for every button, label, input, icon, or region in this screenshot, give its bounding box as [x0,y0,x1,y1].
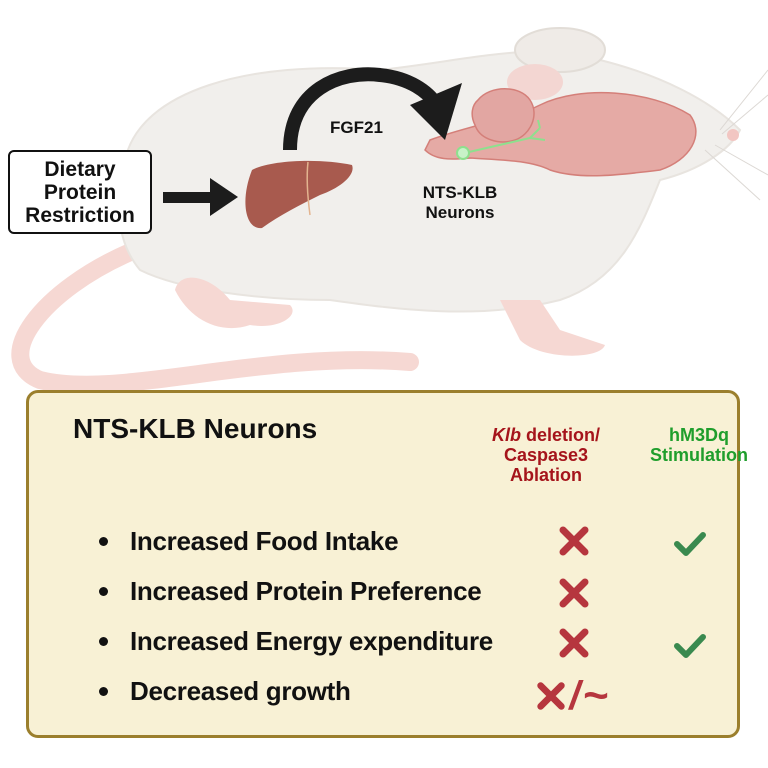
result-row: Decreased growth [99,671,351,711]
column-header-line: Stimulation [650,445,748,465]
result-row: Increased Food Intake [99,521,399,561]
liver-ligament [306,161,311,216]
panel-title: NTS-KLB Neurons [73,413,318,444]
mouse-ear-inner [507,64,563,100]
column-header-line: Ablation [510,465,582,485]
gene-name-klb: Klb [491,425,521,445]
summary-panel: NTS-KLB Neurons Klb deletion/ Caspase3 A… [26,390,748,738]
mouse-illustration [11,27,768,394]
bullet-icon [99,686,108,696]
brain [424,91,697,177]
mouse-tail [11,241,419,394]
curved-arrow-shaft [283,67,442,151]
mouse-hind-leg [175,277,293,329]
bullet-icon [99,636,108,646]
check-icon [674,532,706,556]
result-row: Increased Energy expenditure [99,621,493,661]
cross-icon [537,682,565,710]
mouse-front-leg [500,300,605,356]
row-label: Decreased growth [130,675,351,706]
column-header-ablation: Klb deletion/ Caspase3 Ablation [476,425,616,485]
target-label-line: Neurons [425,203,495,222]
cross-icon [559,526,589,556]
nts-neuron [456,119,546,160]
input-box-line: Restriction [25,203,135,227]
cerebellum [471,88,535,143]
straight-arrow [163,178,238,216]
input-box-line: Dietary [44,157,116,181]
row-label: Increased Protein Preference [130,575,482,606]
bullet-icon [99,586,108,596]
bullet-icon [99,536,108,546]
result-row: Increased Protein Preference [99,571,482,611]
dietary-protein-restriction-box: Dietary Protein Restriction [8,150,152,234]
curved-arrow-head [410,83,462,140]
input-box-line: Protein [43,180,117,204]
partial-effect-mark: / ~ [534,671,609,721]
tilde-symbol: ~ [583,671,609,720]
cross-icon [559,578,589,608]
row-label: Increased Food Intake [130,525,399,556]
row-label: Increased Energy expenditure [130,625,493,656]
column-header-stimulation: hM3Dq Stimulation [639,425,759,465]
cross-icon [559,628,589,658]
column-header-line: Caspase3 [503,445,589,465]
nts-klb-neurons-label: NTS-KLB Neurons [400,183,520,223]
column-header-line: hM3Dq [669,425,729,445]
target-label-line: NTS-KLB [422,183,498,202]
column-header-line: deletion/ [520,425,600,445]
liver [245,160,353,229]
fgf21-label: FGF21 [330,118,383,137]
mouse-nose [727,129,739,141]
check-icon [674,634,706,658]
mouse-ear [514,27,606,73]
mouse-whiskers [704,69,768,201]
